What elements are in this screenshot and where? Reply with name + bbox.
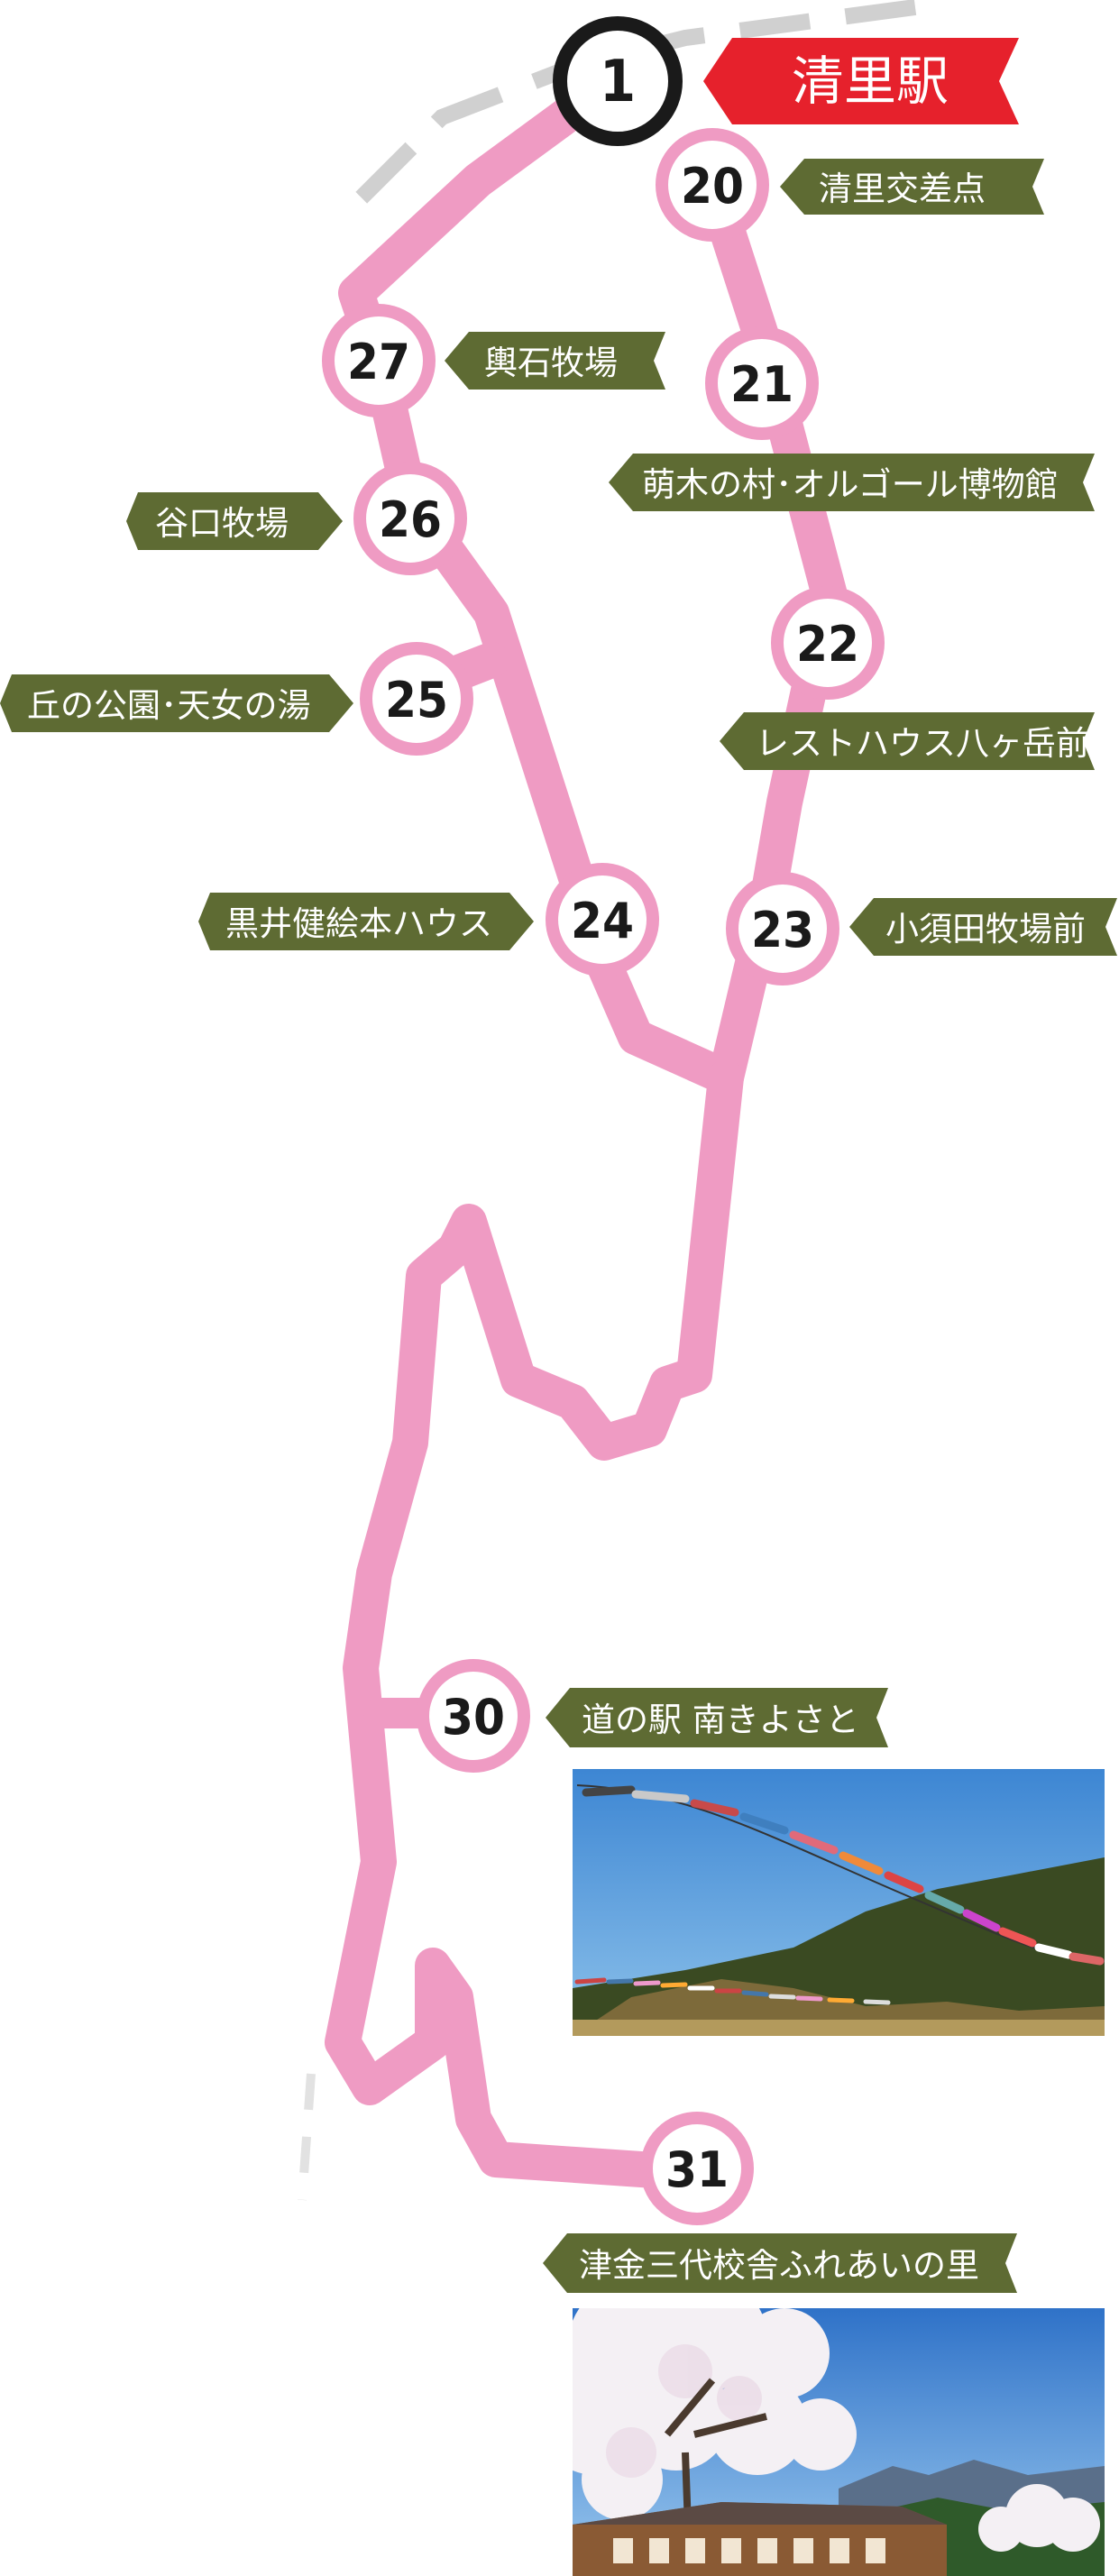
stop-label-23: 小須田牧場前 bbox=[849, 898, 1117, 956]
stop-number: 31 bbox=[665, 2141, 729, 2198]
terminal-label: 清里駅 bbox=[703, 38, 1019, 124]
terminal-stop-marker: 1 bbox=[553, 16, 683, 146]
cherry-blossom-school-photo bbox=[573, 2308, 1105, 2576]
stop-label-text: レストハウス八ヶ岳前 bbox=[756, 724, 1089, 763]
stop-marker-26: 26 bbox=[353, 462, 467, 575]
stop-label-24: 黒井健絵本ハウス bbox=[198, 893, 534, 950]
stop-label-text: 輿石牧場 bbox=[484, 344, 618, 382]
stop-number: 22 bbox=[796, 616, 859, 673]
terminal-stop-number: 1 bbox=[600, 49, 636, 115]
stop-label-text: 丘の公園･天女の湯 bbox=[27, 686, 311, 725]
stop-label-27: 輿石牧場 bbox=[445, 332, 665, 390]
stop-number: 27 bbox=[347, 334, 410, 390]
stop-number: 20 bbox=[681, 158, 744, 215]
stop-label-21: 萌木の村･オルゴール博物館 bbox=[609, 454, 1095, 511]
stop-label-text: 津金三代校舎ふれあいの里 bbox=[579, 2246, 979, 2285]
stop-number: 26 bbox=[379, 491, 442, 548]
koinobori-photo bbox=[573, 1769, 1105, 2036]
stop-label-text: 萌木の村･オルゴール博物館 bbox=[642, 465, 1059, 504]
stop-marker-27: 27 bbox=[322, 304, 436, 417]
stop-label-text: 谷口牧場 bbox=[155, 504, 289, 543]
stop-label-22: レストハウス八ヶ岳前 bbox=[720, 712, 1095, 770]
stop-marker-30: 30 bbox=[417, 1659, 530, 1773]
stop-marker-23: 23 bbox=[726, 872, 839, 985]
stop-label-text: 黒井健絵本ハウス bbox=[225, 904, 492, 943]
stop-label-text: 小須田牧場前 bbox=[885, 910, 1086, 949]
stop-number: 30 bbox=[442, 1689, 505, 1746]
stop-number: 21 bbox=[730, 356, 793, 413]
stop-marker-22: 22 bbox=[771, 586, 885, 700]
stop-marker-20: 20 bbox=[656, 128, 769, 242]
stop-label-20: 清里交差点 bbox=[780, 159, 1044, 215]
stop-label-26: 谷口牧場 bbox=[126, 492, 343, 550]
stop-marker-24: 24 bbox=[546, 863, 659, 976]
terminal-label-text: 清里駅 bbox=[792, 50, 949, 112]
stop-number: 23 bbox=[751, 902, 814, 958]
stop-number: 24 bbox=[571, 893, 634, 949]
stop-label-30: 道の駅 南きよさと bbox=[546, 1688, 888, 1747]
stop-label-text: 道の駅 南きよさと bbox=[582, 1701, 859, 1739]
stop-label-31: 津金三代校舎ふれあいの里 bbox=[543, 2233, 1017, 2293]
stop-label-25: 丘の公園･天女の湯 bbox=[0, 674, 353, 732]
stop-marker-31: 31 bbox=[640, 2112, 754, 2225]
stop-marker-21: 21 bbox=[705, 326, 819, 440]
stop-label-text: 清里交差点 bbox=[819, 170, 986, 208]
stop-marker-25: 25 bbox=[360, 642, 473, 756]
stop-number: 25 bbox=[385, 672, 448, 729]
